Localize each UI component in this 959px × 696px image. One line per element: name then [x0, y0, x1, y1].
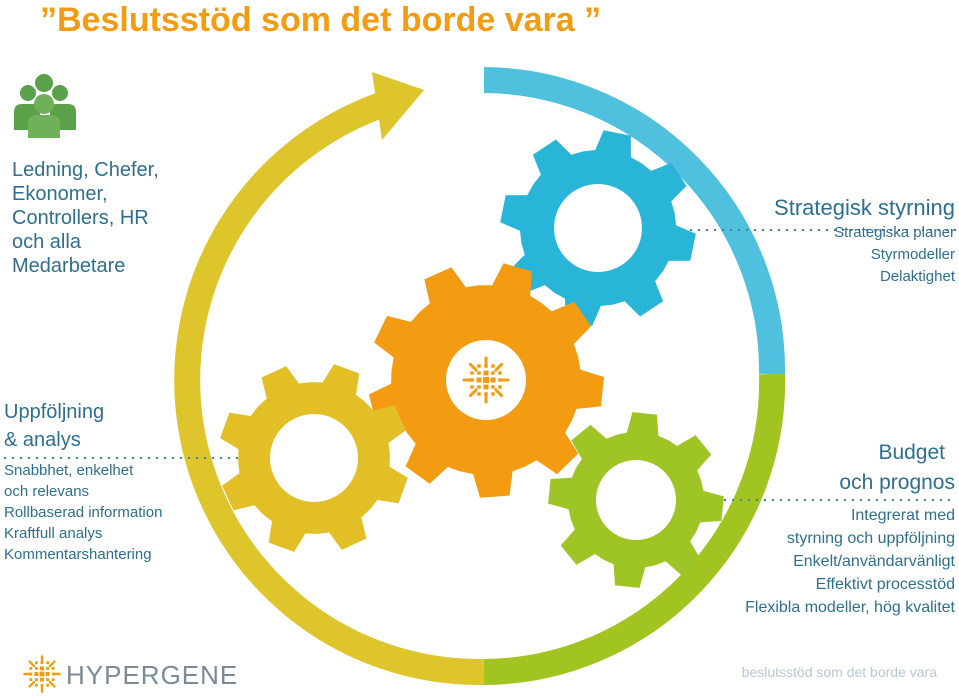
- hypergene-mark-icon: [462, 356, 510, 404]
- strategic-item: Delaktighet: [879, 268, 955, 285]
- followup-item: Rollbaserad information: [4, 504, 163, 521]
- footer-text: beslutsstöd som det borde vara: [741, 664, 937, 680]
- audience-text: Ledning, Chefer, Ekonomer, Controllers, …: [12, 158, 212, 278]
- audience-line: Ledning, Chefer,: [12, 159, 159, 181]
- audience-line: och alla: [12, 231, 81, 253]
- budget-item: Effektivt processtöd: [815, 576, 955, 593]
- strategic-item: Strategiska planer: [834, 224, 955, 241]
- followup-title: & analys: [4, 429, 81, 451]
- green-gear: [548, 412, 724, 588]
- budget-title: och prognos: [839, 471, 955, 494]
- followup-item: Snabbhet, enkelhet: [4, 462, 134, 479]
- cycle-arrow-head: [372, 72, 424, 140]
- budget-item: styrning och uppföljning: [786, 530, 955, 547]
- followup-item: Kommentarshantering: [4, 546, 152, 563]
- yellow-gear: [220, 364, 408, 552]
- budget-item: Enkelt/användarvänligt: [793, 553, 955, 570]
- page-title: ”Beslutsstöd som det borde vara ”: [40, 1, 602, 39]
- strategic-section: Strategisk styrning Strategiska planer S…: [774, 194, 955, 288]
- followup-title: Uppföljning: [4, 401, 105, 423]
- followup-section: Uppföljning & analys Snabbhet, enkelhet …: [4, 398, 162, 565]
- budget-item: Integrerat med: [850, 507, 955, 524]
- people-group-icon: [14, 74, 76, 138]
- followup-item: Kraftfull analys: [4, 525, 103, 542]
- audience-line: Medarbetare: [12, 255, 126, 277]
- budget-item: Flexibla modeller, hög kvalitet: [745, 599, 955, 616]
- budget-title: Budget: [878, 441, 945, 464]
- cycle-arc-yellow: [174, 89, 485, 686]
- budget-section: Budget och prognos Integrerat med styrni…: [745, 438, 955, 619]
- hypergene-logo-icon: [23, 655, 61, 693]
- audience-line: Controllers, HR: [12, 207, 149, 229]
- strategic-item: Styrmodeller: [870, 246, 955, 263]
- strategic-title: Strategisk styrning: [774, 195, 955, 220]
- cycle-arc-green: [483, 373, 786, 685]
- followup-item: och relevans: [4, 483, 90, 500]
- cycle-arc-blue: [483, 67, 786, 375]
- blue-gear: [500, 130, 696, 326]
- audience-line: Ekonomer,: [12, 183, 108, 205]
- brand-name: HYPERGENE: [66, 660, 239, 690]
